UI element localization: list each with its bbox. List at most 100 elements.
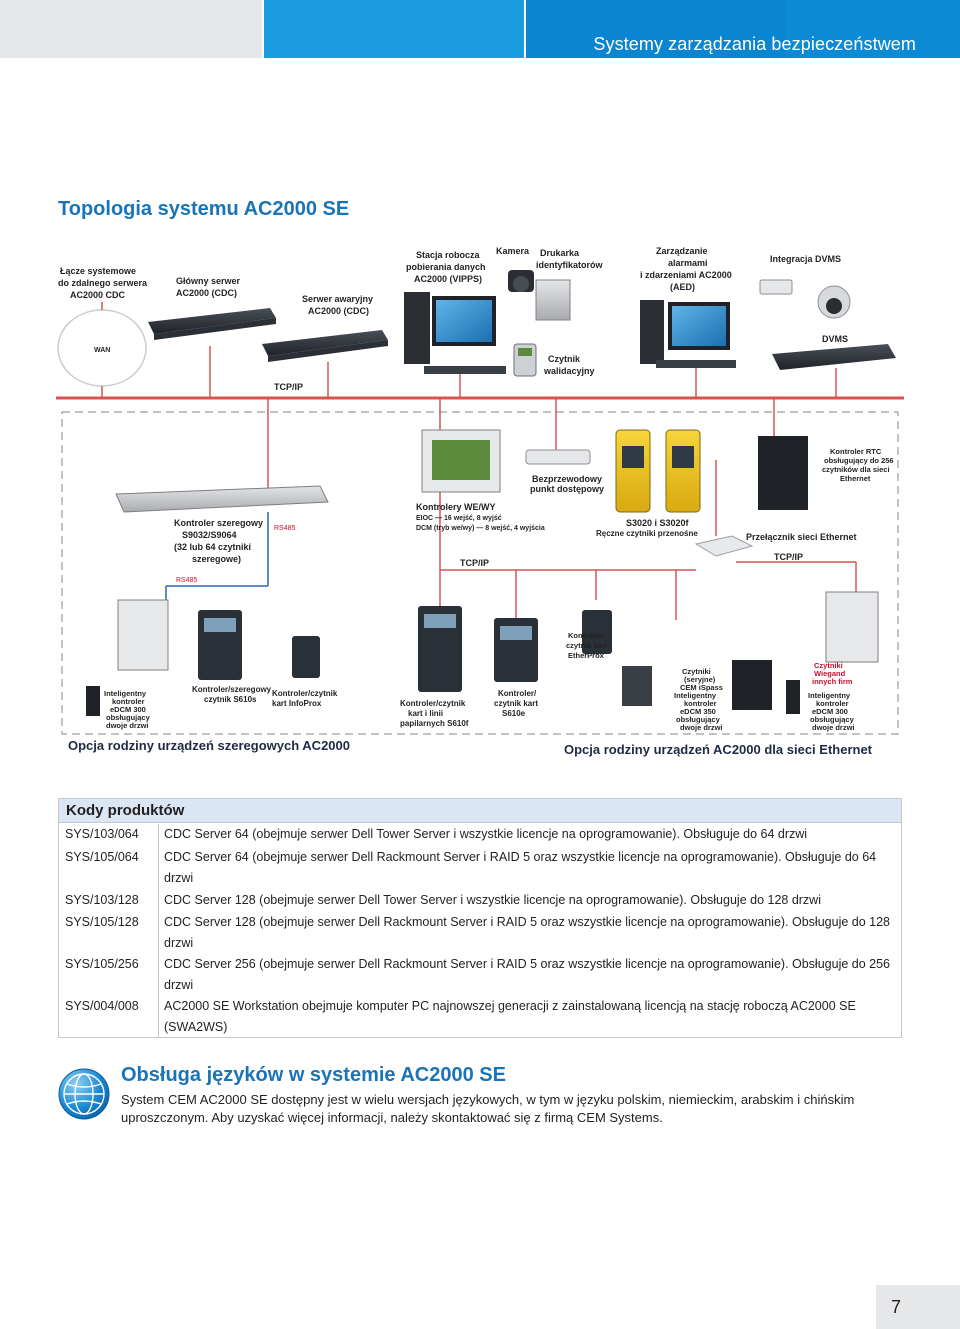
product-codes-table: Kody produktów SYS/103/064 CDC Server 64… — [58, 798, 902, 1038]
svg-text:Łącze systemowe: Łącze systemowe — [60, 266, 136, 276]
wan-cloud: WAN — [57, 309, 147, 387]
svg-text:EtherProx: EtherProx — [568, 651, 605, 660]
svg-text:S3020 i S3020f: S3020 i S3020f — [626, 518, 690, 528]
page-number: 7 — [876, 1285, 960, 1329]
remote-link-label: Łącze systemowe do zdalnego serwera AC20… — [58, 266, 148, 300]
camera: Kamera — [496, 246, 534, 292]
svg-text:czytnik kart: czytnik kart — [494, 699, 538, 708]
svg-text:Kontrolery WE/WY: Kontrolery WE/WY — [416, 502, 496, 512]
wireless-access-point: Bezprzewodowy punkt dostępowy — [525, 449, 604, 494]
header-band-blue-right — [786, 0, 960, 58]
svg-text:kontroler: kontroler — [816, 699, 849, 708]
svg-text:AC2000 (VIPPS): AC2000 (VIPPS) — [414, 274, 482, 284]
product-desc: CDC Server 128 (obejmuje serwer Dell Rac… — [164, 915, 891, 950]
svg-text:dwoje drzwi: dwoje drzwi — [106, 721, 149, 730]
svg-text:Serwer awaryjny: Serwer awaryjny — [302, 294, 373, 304]
svg-text:Bezprzewodowy: Bezprzewodowy — [532, 474, 602, 484]
svg-text:Czytniki: Czytniki — [682, 667, 711, 676]
svg-text:Ethernet: Ethernet — [840, 474, 871, 483]
product-desc: CDC Server 64 (obejmuje serwer Dell Rack… — [164, 850, 877, 885]
tcpip-label-mid: TCP/IP — [460, 558, 489, 568]
svg-text:RS485: RS485 — [274, 525, 296, 532]
s610s-reader: Kontroler/szeregowy czytnik S610s — [192, 610, 272, 704]
svg-text:obsługujący do 256: obsługujący do 256 — [824, 456, 894, 465]
tcpip-label-right: TCP/IP — [774, 552, 803, 562]
product-code: SYS/105/128 — [65, 915, 139, 929]
edcm300-serial: Inteligentny kontroler eDCM 300 obsługuj… — [86, 599, 169, 730]
main-server: Główny serwer AC2000 (CDC) — [148, 276, 276, 340]
svg-text:AC2000 (CDC): AC2000 (CDC) — [176, 288, 237, 298]
svg-text:DVMS: DVMS — [822, 334, 848, 344]
svg-text:Stacja robocza: Stacja robocza — [416, 250, 481, 260]
svg-text:(AED): (AED) — [670, 282, 695, 292]
globe-icon — [58, 1068, 110, 1120]
svg-text:Kontroler RTC: Kontroler RTC — [830, 447, 882, 456]
svg-text:pobierania danych: pobierania danych — [406, 262, 486, 272]
svg-text:Czytnik: Czytnik — [548, 354, 581, 364]
serial-family-caption: Opcja rodziny urządzeń szeregowych AC200… — [68, 738, 350, 753]
svg-text:Kontroler/: Kontroler/ — [568, 631, 605, 640]
product-desc: CDC Server 128 (obejmuje serwer Dell Tow… — [164, 893, 821, 907]
table-divider — [158, 824, 159, 1038]
ispass-readers: Czytniki (seryjne) CEM iSpass Inteligent… — [622, 660, 772, 732]
svg-text:DCM (tryb we/wy) — 8 wejść, 4: DCM (tryb we/wy) — 8 wejść, 4 wyjścia — [416, 525, 545, 532]
svg-text:czytnik S610s: czytnik S610s — [204, 695, 257, 704]
header-title: Systemy zarządzania bezpieczeństwem — [593, 34, 916, 54]
wiegand-edcm300: Czytniki Wiegand innych firm Inteligentn… — [786, 591, 879, 732]
product-desc: CDC Server 64 (obejmuje serwer Dell Towe… — [164, 827, 808, 841]
product-code: SYS/103/064 — [65, 827, 139, 841]
svg-text:Wiegand: Wiegand — [814, 669, 846, 678]
svg-text:Kontroler/czytnik: Kontroler/czytnik — [400, 699, 466, 708]
ethernet-family-caption: Opcja rodziny urządzeń AC2000 dla sieci … — [564, 742, 873, 757]
svg-text:Inteligentny: Inteligentny — [104, 689, 147, 698]
svg-text:Drukarka: Drukarka — [540, 248, 580, 258]
svg-text:Kontroler/szeregowy: Kontroler/szeregowy — [192, 685, 272, 694]
page-header: Systemy zarządzania bezpieczeństwem — [0, 0, 960, 58]
badge-printer: Drukarka identyfikatorów — [535, 248, 604, 321]
svg-text:alarmami: alarmami — [668, 258, 708, 268]
section-title: Topologia systemu AC2000 SE — [58, 198, 350, 220]
topology-diagram: WAN Łącze systemowe do zdalnego serwera … — [56, 240, 904, 760]
svg-text:Inteligentny: Inteligentny — [674, 691, 717, 700]
svg-text:i zdarzeniami AC2000: i zdarzeniami AC2000 — [640, 270, 732, 280]
svg-text:Kontroler/: Kontroler/ — [498, 689, 537, 698]
svg-text:papilarnych S610f: papilarnych S610f — [400, 719, 469, 728]
svg-text:Ręczne czytniki przenośne: Ręczne czytniki przenośne — [596, 529, 698, 538]
svg-text:szeregowe): szeregowe) — [192, 554, 241, 564]
header-band-grey — [0, 0, 262, 58]
s610e-reader: Kontroler/ czytnik kart S610e — [494, 618, 538, 718]
svg-text:Kontroler szeregowy: Kontroler szeregowy — [174, 518, 263, 528]
svg-text:Czytniki: Czytniki — [814, 661, 843, 670]
rtc-controller: Kontroler RTC obsługujący do 256 czytnik… — [758, 436, 894, 510]
svg-text:obsługujący: obsługujący — [676, 715, 721, 724]
svg-text:CEM iSpass: CEM iSpass — [680, 683, 723, 692]
product-code: SYS/103/128 — [65, 893, 139, 907]
svg-text:(32 lub 64 czytniki: (32 lub 64 czytniki — [174, 542, 251, 552]
svg-text:walidacyjny: walidacyjny — [543, 366, 595, 376]
svg-text:EIOC — 16 wejść, 8 wyjść: EIOC — 16 wejść, 8 wyjść — [416, 515, 502, 522]
serial-controller: Kontroler szeregowy S9032/S9064 (32 lub … — [115, 485, 329, 564]
svg-text:kontroler: kontroler — [684, 699, 717, 708]
svg-text:Integracja DVMS: Integracja DVMS — [770, 254, 841, 264]
s610f-reader: Kontroler/czytnik kart i linii papilarny… — [400, 606, 469, 728]
svg-text:punkt dostępowy: punkt dostępowy — [530, 484, 604, 494]
svg-text:dwoje drzwi: dwoje drzwi — [812, 723, 855, 732]
dvms-integration: Integracja DVMS DVMS — [759, 254, 896, 370]
svg-text:Kontroler/czytnik: Kontroler/czytnik — [272, 689, 338, 698]
ethernet-switch: Przełącznik sieci Ethernet — [694, 532, 857, 557]
svg-text:do zdalnego serwera: do zdalnego serwera — [58, 278, 148, 288]
svg-text:Główny serwer: Główny serwer — [176, 276, 241, 286]
product-codes-title: Kody produktów — [59, 799, 901, 823]
product-code: SYS/105/256 — [65, 957, 139, 971]
svg-text:(seryjne): (seryjne) — [684, 675, 716, 684]
svg-text:czytnik kart: czytnik kart — [566, 641, 608, 650]
vipps-workstation: Stacja robocza pobierania danych AC2000 … — [404, 250, 506, 374]
etherprox-reader: Kontroler/ czytnik kart EtherProx — [566, 610, 612, 660]
svg-text:eDCM 300: eDCM 300 — [110, 705, 146, 714]
io-controllers: Kontrolery WE/WY EIOC — 16 wejść, 8 wyjś… — [416, 429, 545, 532]
svg-text:kontroler: kontroler — [112, 697, 145, 706]
product-desc: AC2000 SE Workstation obejmuje komputer … — [164, 999, 856, 1034]
rs485-label: RS485 — [176, 577, 198, 584]
validation-reader: Czytnik walidacyjny — [513, 343, 595, 377]
product-desc: CDC Server 256 (obejmuje serwer Dell Rac… — [164, 957, 891, 992]
